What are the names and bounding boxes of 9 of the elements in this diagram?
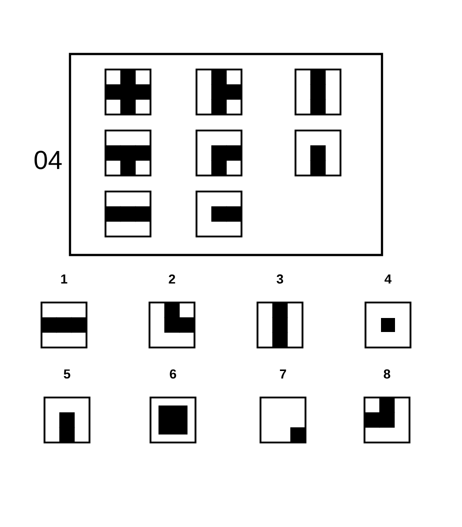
option-number: 6 [170,369,176,379]
option-number: 1 [61,274,68,284]
option-number: 3 [276,274,284,284]
option-number: 2 [168,274,176,284]
option-number: 8 [384,369,390,379]
puzzle-number: 04 [34,150,62,170]
option-number: 7 [280,370,286,378]
option-number: 4 [384,274,392,284]
option-number: 5 [64,369,70,379]
